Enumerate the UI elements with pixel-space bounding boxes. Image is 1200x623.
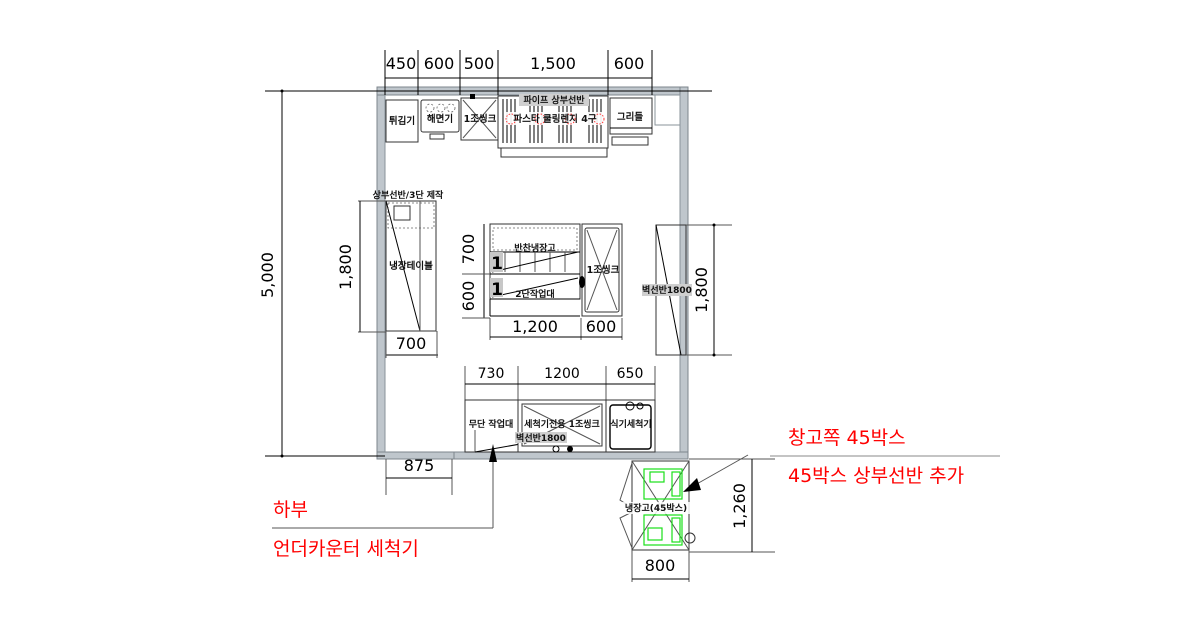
label-sink-top: 1조씽크: [464, 113, 497, 125]
dim-overall-height: 5,000: [258, 252, 277, 298]
label-fryer: 튀김기: [389, 115, 415, 127]
marker-1a: 1: [491, 254, 503, 274]
dim-top-2: 600: [424, 54, 455, 73]
label-fridge: 냉장고(45박스): [625, 502, 687, 514]
label-wall-shelf-right: 벽선반1800: [642, 284, 692, 296]
note-right-line1: 창고쪽 45박스: [788, 427, 906, 449]
dim-island-v1: 700: [459, 234, 478, 265]
note-right-line2: 45박스 상부선반 추가: [788, 465, 964, 487]
dim-top-1: 450: [386, 54, 417, 73]
right-wall-shelf: 벽선반1800 1,800: [642, 223, 732, 357]
label-dishwasher: 식기세척기: [610, 418, 651, 430]
note-left-line2: 언더카운터 세척기: [273, 538, 419, 560]
label-noodle-boiler: 해면기: [427, 113, 453, 125]
notes: 하부 언더카운터 세척기 창고쪽 45박스 45박스 상부선반 추가: [273, 427, 1000, 560]
dim-left-height: 1,800: [336, 244, 355, 290]
label-griddle: 그리들: [617, 111, 643, 123]
dim-top-5: 600: [614, 54, 645, 73]
label-sink-center: 1조씽크: [587, 264, 620, 276]
dim-fridge-width: 800: [645, 556, 676, 575]
dim-bottom-3: 650: [617, 366, 644, 382]
dim-left-width: 700: [396, 334, 427, 353]
door-dimension: 875: [385, 456, 453, 495]
label-worktable: 무단 작업대: [469, 418, 514, 430]
dim-fridge-height: 1,260: [730, 483, 749, 529]
label-upper-shelf-3tier: 상부선반/3단 제작: [373, 189, 444, 201]
dim-top-4: 1,500: [530, 54, 576, 73]
dim-top-3: 500: [464, 54, 495, 73]
label-side-dish-fridge: 반찬냉장고: [514, 242, 555, 254]
top-dimensions: 450 600 500 1,500 600: [265, 50, 712, 95]
dim-door: 875: [404, 456, 435, 475]
overall-height-dimension: 5,000: [258, 89, 385, 458]
dim-bottom-2: 1200: [544, 366, 580, 382]
label-2tier-worktable: 2단작업대: [515, 288, 554, 300]
dim-island-h1: 1,200: [512, 317, 558, 336]
label-wall-shelf-bottom: 벽선반1800: [516, 432, 566, 444]
label-refrigerated-table: 냉장테이블: [389, 260, 433, 272]
marker-1b: 1: [491, 280, 503, 300]
bottom-row-equipment: 730 1200 650 무단 작업대 세척기전용 1조씽크 벽선반1800 식…: [272, 366, 656, 529]
label-dishwasher-sink: 세척기전용 1조씽크: [524, 418, 600, 430]
label-pipe-shelf: 파이프 상부선반: [523, 94, 585, 106]
label-pasta-range: 파스타 쿨링렌지 4구: [513, 113, 596, 125]
dim-right-height: 1,800: [692, 267, 711, 313]
dim-island-h2: 600: [586, 317, 617, 336]
top-row-equipment: 튀김기 해면기 1조씽크 파이프 상부선반 파스타 쿨링렌지 4구: [385, 94, 653, 158]
fridge-45box: 냉장고(45박스) 800 1,260: [619, 454, 775, 582]
note-left-line1: 하부: [273, 499, 308, 521]
center-island: 1 1 반찬냉장고 2단작업대 1조씽크 700 600 1,200 600: [459, 223, 623, 340]
dim-island-v2: 600: [459, 281, 478, 312]
left-refrigerated-table: 상부선반/3단 제작 냉장테이블 1,800 700: [336, 189, 444, 358]
dim-bottom-1: 730: [478, 366, 505, 382]
